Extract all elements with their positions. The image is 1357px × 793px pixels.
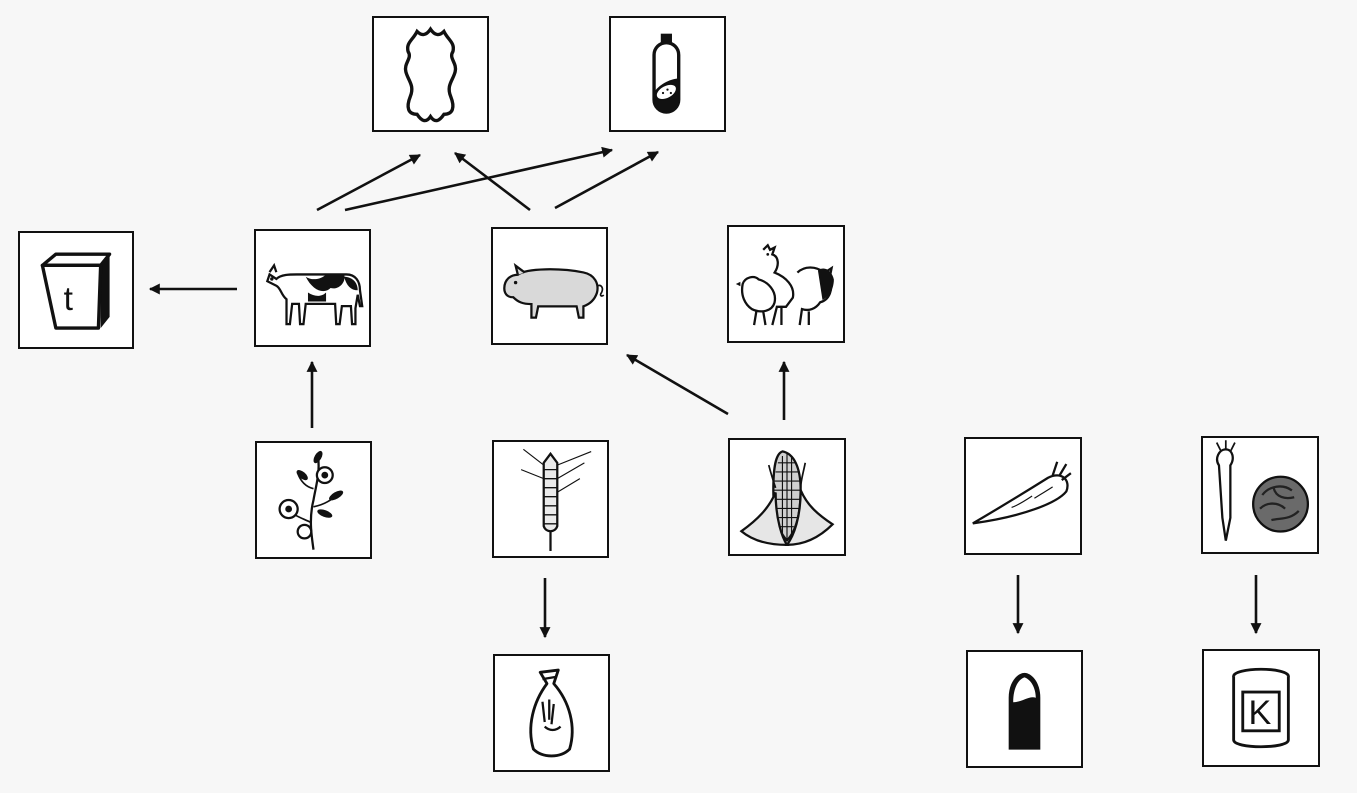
canned-food-node: K <box>1202 649 1320 767</box>
corn-cob-icon <box>739 450 835 547</box>
arrow-pig-to-leather <box>454 151 531 212</box>
chickens-node <box>727 225 845 343</box>
sausage-node <box>609 16 726 132</box>
wheat-node <box>492 440 609 558</box>
sugar-loaf-node <box>966 650 1083 768</box>
pig-icon <box>503 262 605 319</box>
food-can-icon: K <box>1232 667 1290 749</box>
arrow-cow-to-leather <box>316 153 421 212</box>
leather-node <box>372 16 489 132</box>
butter-pack-icon: t <box>40 252 112 330</box>
sugar-loaf-icon <box>1008 672 1041 750</box>
butter-pack-letter: t <box>64 281 74 318</box>
clover-plant-icon <box>278 450 344 550</box>
sugar-beet-icon <box>972 461 1072 525</box>
pig-node <box>491 227 608 345</box>
radish-and-cabbage-icon <box>1215 440 1310 541</box>
corn-node <box>728 438 846 556</box>
food-can-letter: K <box>1248 694 1271 732</box>
arrow-pig-to-sausage <box>554 150 659 210</box>
wheat-ear-icon <box>520 448 592 551</box>
arrow-corn-to-pig <box>626 353 729 416</box>
sausage-icon <box>652 33 681 114</box>
leather-hide-icon <box>403 26 458 123</box>
arrow-cow-to-sausage <box>344 146 614 212</box>
flour-sack-node <box>493 654 610 772</box>
vegetables-node <box>1201 436 1319 554</box>
clover-node <box>255 441 372 559</box>
cow-node <box>254 229 371 347</box>
cow-icon <box>265 262 364 326</box>
sugar-beet-node <box>964 437 1082 555</box>
hen-and-rooster-icon <box>735 243 834 326</box>
butter-node: t <box>18 231 134 349</box>
flour-sack-icon <box>529 668 574 758</box>
